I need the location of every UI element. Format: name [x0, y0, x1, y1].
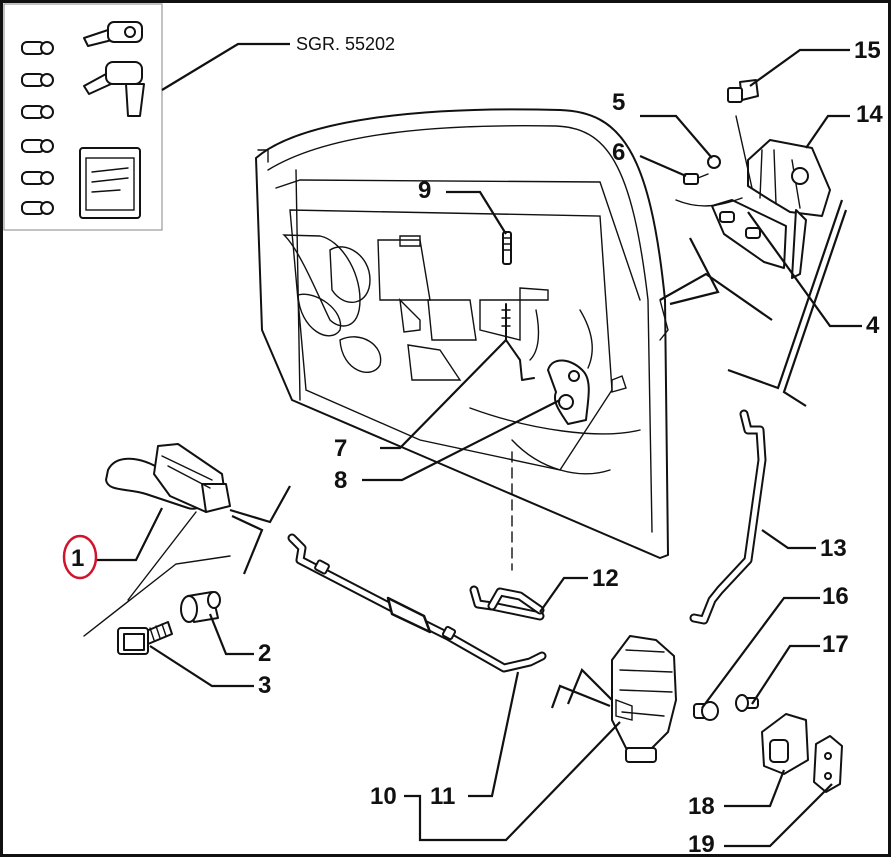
leader-lines [96, 48, 862, 848]
leader-10 [404, 721, 621, 842]
leader-15 [749, 48, 850, 87]
lock-kit-inset [3, 3, 163, 231]
leader-19 [724, 783, 833, 848]
rod-13 [689, 409, 767, 625]
kit-reference-label: SGR. 55202 [296, 34, 395, 54]
kit-reference-leader [161, 42, 290, 91]
bolt-17 [735, 694, 759, 712]
break-marks [229, 199, 848, 709]
leader-17 [751, 644, 820, 705]
callout-3: 3 [258, 672, 271, 699]
latch-guide-lines [675, 115, 753, 207]
leader-4 [747, 211, 862, 328]
latch-14 [747, 139, 831, 279]
callout-17: 17 [822, 631, 849, 658]
callout-10: 10 [370, 783, 397, 810]
leader-13 [761, 529, 816, 550]
striker-18 [761, 713, 809, 775]
callout-5: 5 [612, 89, 625, 116]
leader-7 [380, 339, 507, 450]
screw-6 [683, 173, 709, 185]
callout-6: 6 [612, 139, 625, 166]
leader-18 [724, 769, 786, 808]
callout-11: 11 [430, 783, 455, 810]
callout-1-highlight-ring [62, 534, 98, 580]
door-handle-1 [105, 443, 231, 513]
bolt-16 [693, 701, 719, 721]
bolt-15 [727, 79, 759, 103]
callout-12: 12 [592, 565, 619, 592]
callout-15: 15 [854, 37, 881, 64]
leader-3 [149, 645, 254, 688]
handle-guide-lines [83, 511, 231, 637]
callout-19: 19 [688, 831, 715, 857]
bracket-4 [711, 199, 787, 269]
leader-12 [539, 576, 588, 613]
leader-6 [639, 154, 687, 178]
nut-5 [707, 155, 721, 169]
callout-8: 8 [334, 467, 347, 494]
callout-13: 13 [820, 535, 847, 562]
callout-9: 9 [418, 177, 431, 204]
key-icon [83, 21, 143, 47]
callout-18: 18 [688, 793, 715, 820]
rod-7-thread [501, 309, 511, 327]
callout-14: 14 [856, 101, 883, 128]
pin-9 [502, 231, 512, 265]
leader-16 [701, 596, 820, 709]
leader-1 [96, 507, 163, 562]
leader-2 [208, 613, 254, 656]
callout-1: 1 [71, 545, 84, 572]
key-tag-card-icon [79, 147, 141, 219]
clip-12 [469, 585, 545, 621]
leader-8 [362, 399, 561, 482]
leader-11 [468, 671, 520, 798]
screw-3 [117, 621, 173, 655]
callout-2: 2 [258, 640, 271, 667]
callout-7: 7 [334, 435, 347, 462]
latch-plate-8 [547, 359, 590, 425]
door-shell [255, 108, 669, 559]
callout-labels: 1 2 3 4 5 6 7 8 9 10 11 12 13 14 15 16 1… [62, 37, 883, 858]
rod-7 [505, 303, 535, 381]
leader-14 [805, 114, 850, 149]
key-with-fob-icon [83, 61, 145, 117]
callout-4: 4 [866, 312, 880, 339]
bushing-2 [180, 591, 221, 623]
door-lock-actuator [611, 635, 677, 763]
callout-16: 16 [822, 583, 849, 610]
lock-cylinders [21, 41, 54, 215]
leader-9 [446, 190, 507, 235]
leader-5 [640, 114, 713, 159]
cable-10-11 [287, 533, 547, 673]
plate-19 [813, 735, 843, 793]
